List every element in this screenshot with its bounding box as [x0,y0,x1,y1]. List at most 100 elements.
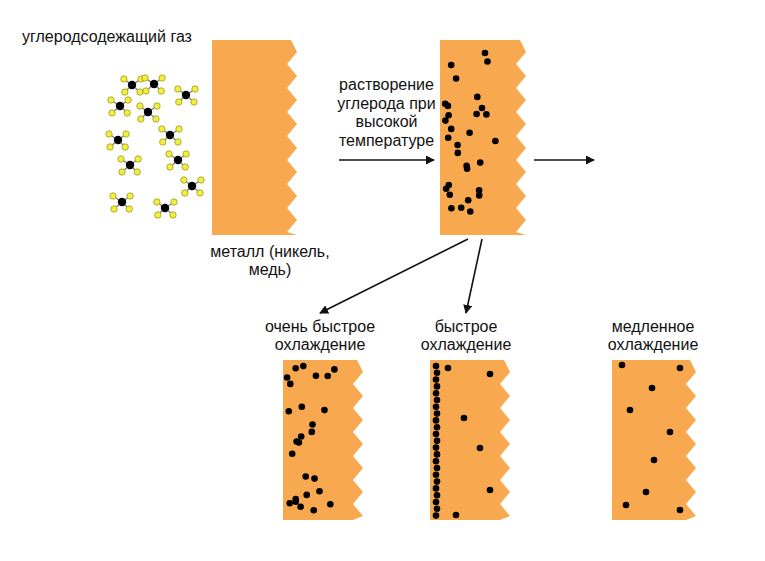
carbon-atom [467,208,474,215]
metal-body [212,40,297,235]
hydrogen-atom [166,151,172,157]
carbon-atom [433,472,440,479]
hydrogen-atom [191,99,197,105]
carbon-atom [453,512,460,519]
metal-shape [436,38,534,239]
hydrogen-atom [171,199,177,205]
carbon-atom [309,421,316,428]
hydrogen-atom [160,139,166,145]
carbon-atom [296,439,303,446]
carbon-atom [649,385,656,392]
carbon-atom [116,102,124,110]
plate-label: металл (никель, медь) [205,243,335,280]
hydrogen-atom [108,97,114,103]
carbon-atom [433,485,440,492]
hydrogen-atom [106,131,112,137]
carbon-atom [447,191,454,198]
carbon-atom [287,381,294,388]
hydrogen-atom [126,206,132,212]
carbon-atom [289,451,296,458]
hydrogen-atom [155,212,161,218]
carbon-atom [433,499,440,506]
carbon-atom [311,475,318,482]
metal-plate: медленное охлаждение [600,315,706,522]
hydrogen-atom [175,139,181,145]
carbon-atom [144,108,152,116]
carbon-atom [434,424,441,431]
carbon-atom [434,410,441,417]
carbon-atom [434,506,441,513]
carbon-atom [465,197,472,204]
carbon-atom [433,417,440,424]
metal-body [430,360,510,520]
carbon-atom [455,150,462,157]
carbon-atom [461,415,468,422]
hydrogen-atom [123,131,129,137]
hydrogen-atom [134,169,140,175]
carbon-atom [286,408,293,415]
carbon-atom [458,204,465,211]
carbon-atom [464,166,471,173]
hydrogen-atom [159,75,165,81]
metal-plate: очень быстрое охлаждение [255,315,385,522]
hydrogen-atom [197,190,203,196]
carbon-atom [476,192,483,199]
hydrogen-atom [122,144,128,150]
metal-body [612,360,696,520]
carbon-atom [434,383,441,390]
carbon-atom [150,80,158,88]
hydrogen-atom [142,75,148,81]
metal-shape [279,358,371,524]
plate-label: очень быстрое охлаждение [255,318,385,355]
metal-shape [208,38,305,239]
carbon-atom [433,390,440,397]
hydrogen-atom [176,126,182,132]
hydrogen-atom [127,193,133,199]
carbon-atom [443,186,450,193]
carbon-atom [442,101,449,108]
hydrogen-atom [182,190,188,196]
carbon-atom [433,444,440,451]
carbon-atom [623,502,630,509]
carbon-atom [473,111,480,118]
methane-molecule [166,151,190,170]
methane-molecule [181,177,205,196]
hydrogen-atom [143,88,149,94]
carbon-atom [118,198,126,206]
carbon-atom [286,500,293,507]
hydrogen-atom [135,156,141,162]
carbon-atom [433,404,440,411]
carbon-atom [303,492,310,499]
arrow-connector [320,239,468,313]
methane-molecule [159,126,183,145]
hydrogen-atom [137,103,143,109]
metal-plate: быстрое охлаждение [416,315,516,522]
methane-molecule [108,97,132,116]
carbon-atom [677,365,684,372]
carbon-atom [453,75,460,82]
carbon-atom [434,397,441,404]
carbon-atom [284,374,291,381]
carbon-atom [445,112,452,119]
carbon-atom [316,488,323,495]
carbon-atom [434,478,441,485]
hydrogen-atom [159,126,165,132]
methane-molecule [137,103,161,122]
hydrogen-atom [167,164,173,170]
carbon-atom [445,365,452,372]
carbon-atom [619,362,626,369]
carbon-atom [327,501,334,508]
hydrogen-atom [182,164,188,170]
hydrogen-atom [176,99,182,105]
carbon-atom [321,407,328,414]
metal-plate: металл (никель, медь) [205,40,335,285]
methane-molecule [118,156,142,175]
methane-molecule [154,199,178,218]
carbon-atom [292,499,299,506]
carbon-atom [302,473,309,480]
carbon-atom [434,465,441,472]
arrow-connector [339,159,434,161]
hydrogen-atom [111,206,117,212]
hydrogen-atom [118,156,124,162]
plate-label: быстрое охлаждение [416,318,516,355]
